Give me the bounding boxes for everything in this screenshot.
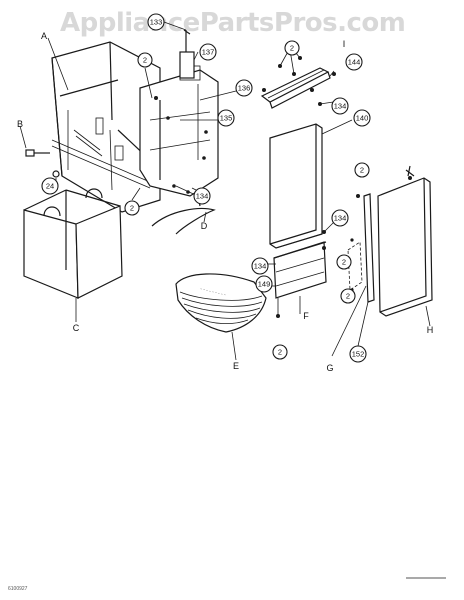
callout-2: 2 [284,40,300,56]
label-f: F [303,311,309,321]
svg-text:134: 134 [196,192,209,201]
svg-text:136: 136 [238,84,251,93]
svg-text:137: 137 [202,48,215,57]
svg-text:2: 2 [278,348,282,357]
side-bracket [139,29,219,197]
screw-b [25,149,50,157]
callout-133: 133 [147,13,165,31]
svg-text:2: 2 [130,204,134,213]
label-a: A [41,31,47,41]
svg-text:2: 2 [346,292,350,301]
svg-text:2: 2 [342,258,346,267]
label-b: B [17,119,23,129]
svg-text:149: 149 [258,280,271,289]
leader-lines [19,21,431,361]
svg-text:2: 2 [143,56,147,65]
liner-bag [23,188,123,299]
footer-code: 6100927 [8,586,28,592]
svg-text:2: 2 [360,166,364,175]
callout-2: 2 [354,162,370,178]
callout-135: 135 [217,109,235,127]
callout-134: 134 [331,97,349,115]
label-c: C [73,323,80,333]
callout-137: 137 [199,43,217,61]
callout-2: 2 [336,254,352,270]
callout-149: 149 [255,275,273,293]
callout-134: 134 [193,187,211,205]
callout-2: 2 [340,288,356,304]
label-e: E [233,361,239,371]
cabinet-frame [51,41,161,213]
outer-panel [377,165,433,317]
svg-text:140: 140 [356,114,369,123]
callout-136: 136 [235,79,253,97]
svg-text:135: 135 [220,114,233,123]
svg-text:134: 134 [334,102,347,111]
svg-text:144: 144 [348,58,361,67]
watermark: AppliancePartsPros.com [60,8,406,38]
top-rail [260,47,336,109]
callout-140: 140 [353,109,371,127]
callout-134: 134 [251,257,269,275]
callout-152: 152 [349,345,367,363]
label-g: G [326,363,333,373]
washer-24 [52,170,60,178]
svg-text:152: 152 [352,350,365,359]
svg-text:2: 2 [290,44,294,53]
door-panel [269,123,323,249]
callout-2: 2 [272,344,288,360]
callout-134: 134 [331,209,349,227]
callout-144: 144 [345,53,363,71]
svg-text:24: 24 [46,182,54,191]
compactor-pad: - - - - - - - - - [175,273,267,333]
svg-text:133: 133 [150,18,163,27]
trim-strip [347,193,375,303]
callout-24: 24 [41,177,59,195]
callout-2: 2 [137,52,153,68]
label-h: H [427,325,434,335]
label-d: D [201,221,208,231]
callout-2: 2 [124,200,140,216]
svg-text:134: 134 [334,214,347,223]
svg-text:134: 134 [254,262,267,271]
label-i: I [343,39,346,49]
lower-bracket [273,230,327,318]
